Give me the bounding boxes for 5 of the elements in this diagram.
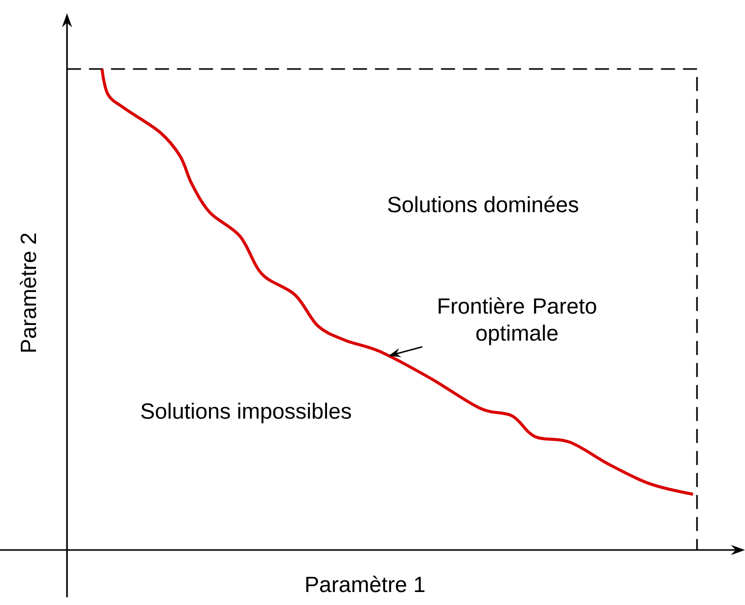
- axis-label: Paramètre 1: [306, 576, 424, 592]
- region-label: Solutions impossibles: [141, 402, 351, 424]
- axis-label: Paramètre 2: [20, 234, 36, 352]
- region-label: Solutions dominées: [388, 196, 578, 212]
- pareto-curve: [100, 68, 694, 496]
